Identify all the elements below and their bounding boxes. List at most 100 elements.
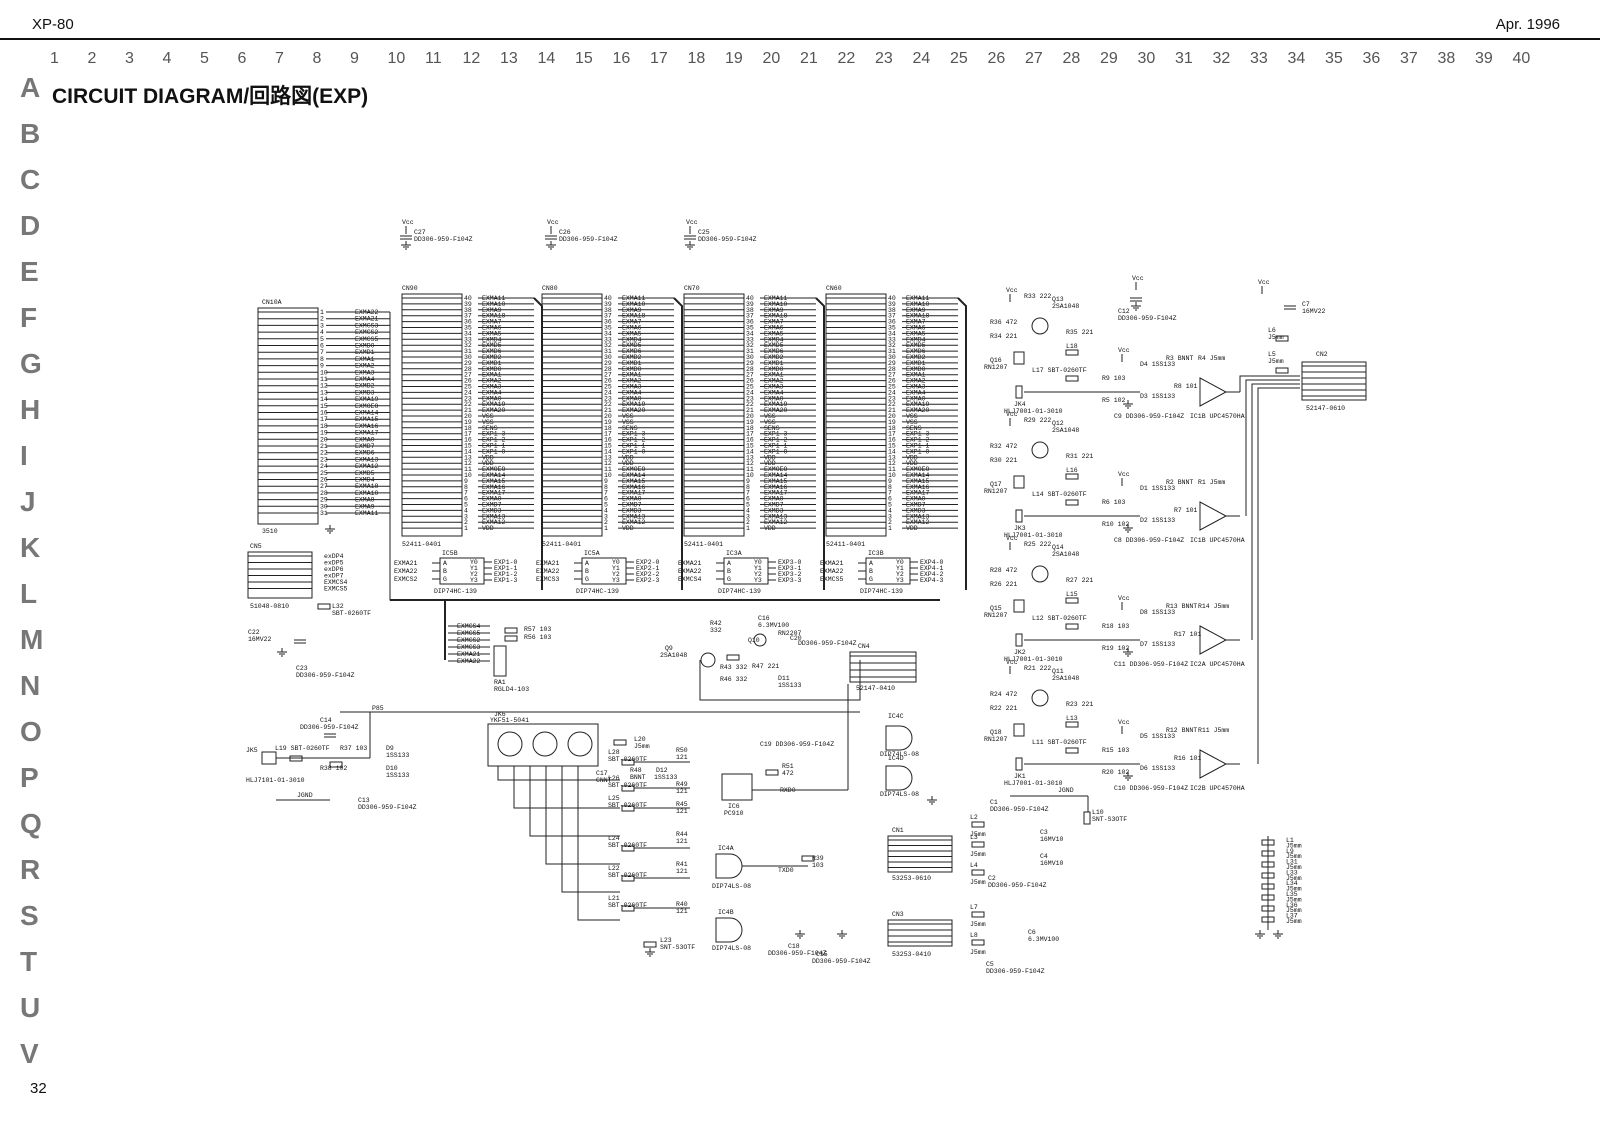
pin-number: 38: [888, 307, 896, 314]
pin-number: 27: [464, 372, 472, 379]
part-ref: L18: [1066, 343, 1078, 350]
column-index-label: 4: [162, 50, 172, 67]
part-ref: L8: [970, 932, 978, 939]
midi-socket: [532, 731, 558, 757]
pin-number: 40: [604, 295, 612, 302]
pin-number: 35: [604, 325, 612, 332]
pin-label: EXMCS4: [324, 579, 348, 586]
signal-label: EXMCS4: [678, 576, 702, 583]
part-value: 6.3MV100: [1028, 936, 1059, 943]
pin-number: 11: [746, 466, 754, 473]
inductor: [643, 941, 657, 948]
pin-number: 13: [604, 454, 612, 461]
part-ref: C7: [1302, 301, 1310, 308]
pin-number: 20: [464, 413, 472, 420]
row-index-label: P: [20, 762, 39, 793]
edge-connector: [683, 293, 745, 537]
jack-part: HLJ7101-01-3010: [246, 777, 305, 784]
part-value: 6.3MV100: [758, 622, 789, 629]
part-value: SBT-0260TF: [332, 610, 371, 617]
part-ref: R49: [676, 781, 688, 788]
signal-label: EXP1-2: [494, 571, 518, 578]
part-ref: L24: [608, 835, 620, 842]
signal-label: EXP2-2: [636, 571, 660, 578]
part-ref: R37 103: [340, 745, 367, 752]
part-ref: Q12: [1052, 420, 1064, 427]
signal-label: EXMCS2: [394, 576, 418, 583]
ic-pin: Y0: [470, 559, 478, 566]
pin-number: 10: [888, 472, 896, 479]
inductor: [1065, 349, 1079, 356]
part-ref: C23: [296, 665, 308, 672]
part-ref: R18 103: [1102, 623, 1129, 630]
inductor-list-label: J5mm: [1286, 886, 1302, 893]
part-value: J5mm: [970, 921, 986, 928]
column-index-label: 10: [387, 50, 406, 67]
pin-label: exDP5: [324, 560, 344, 567]
part-value: 121: [676, 808, 688, 815]
part-ref: RN2207: [778, 630, 802, 637]
pin-number: 11: [320, 376, 328, 383]
row-index-label: A: [20, 72, 41, 103]
pin-number: 21: [320, 443, 328, 450]
pin-number: 27: [746, 372, 754, 379]
pin-number: 7: [888, 490, 892, 497]
ic-pin: A: [443, 560, 447, 567]
part-ref: R14 J5mm: [1198, 603, 1229, 610]
row-index-label: D: [20, 210, 41, 241]
wire: [513, 766, 620, 809]
pin-number: 26: [888, 378, 896, 385]
part-ref: D12: [656, 767, 668, 774]
part-value: SBT-0260TF: [608, 902, 647, 909]
pin-label: EXMD3: [482, 507, 502, 514]
jack: [1015, 385, 1023, 399]
ic-pin: A: [727, 560, 731, 567]
pin-number: 8: [746, 484, 750, 491]
pin-number: 23: [320, 456, 328, 463]
ic-pin: Y3: [612, 577, 620, 584]
part-ref: R42: [710, 620, 722, 627]
inductor-list-label: L9: [1286, 848, 1294, 855]
vcc-mark: Vcc: [1118, 347, 1130, 354]
pin-number: 25: [604, 384, 612, 391]
vcc-mark: Vcc: [1006, 659, 1018, 666]
pin-number: 25: [320, 470, 328, 477]
pin-number: 15: [320, 403, 328, 410]
jack-ref: JK5: [246, 747, 258, 754]
pin-number: 15: [746, 443, 754, 450]
inductor: [1065, 721, 1079, 728]
signal-label: EXP4-2: [920, 571, 944, 578]
pin-number: 6: [320, 343, 324, 350]
column-index-label: 17: [650, 50, 668, 67]
pin-number: 26: [746, 378, 754, 385]
part-value: DD306-959-F104Z: [798, 640, 857, 647]
connector-ref: CN4: [858, 643, 870, 650]
row-index-label: L: [20, 578, 38, 609]
vcc-mark: Vcc: [547, 219, 559, 226]
ic-pin: A: [585, 560, 589, 567]
ic-ref: IC6: [728, 803, 740, 810]
ic-pin: Y2: [470, 571, 478, 578]
pin-number: 33: [888, 336, 896, 343]
row-index-label: E: [20, 256, 39, 287]
wire: [815, 297, 825, 590]
pin-number: 7: [746, 490, 750, 497]
pin-number: 22: [604, 401, 612, 408]
part-value: RN1207: [984, 364, 1008, 371]
pin-number: 30: [604, 354, 612, 361]
part-ref: L5: [1268, 351, 1276, 358]
pin-number: 28: [888, 366, 896, 373]
inductor-list-label: J5mm: [1286, 853, 1302, 860]
page-title: CIRCUIT DIAGRAM/回路図(EXP): [52, 85, 369, 108]
pin-number: 19: [320, 430, 328, 437]
part-ref: C19 DD306-959-F104Z: [760, 741, 834, 748]
pin-number: 11: [464, 466, 472, 473]
pin-number: 1: [746, 525, 750, 532]
op-amp: [1199, 749, 1228, 779]
pin-number: 18: [746, 425, 754, 432]
pin-number: 35: [746, 325, 754, 332]
jack-ref: JK4: [1014, 401, 1026, 408]
part-value: 16MV22: [248, 636, 272, 643]
part-ref: Q15: [990, 605, 1002, 612]
signal-label: EXP3-3: [778, 577, 802, 584]
